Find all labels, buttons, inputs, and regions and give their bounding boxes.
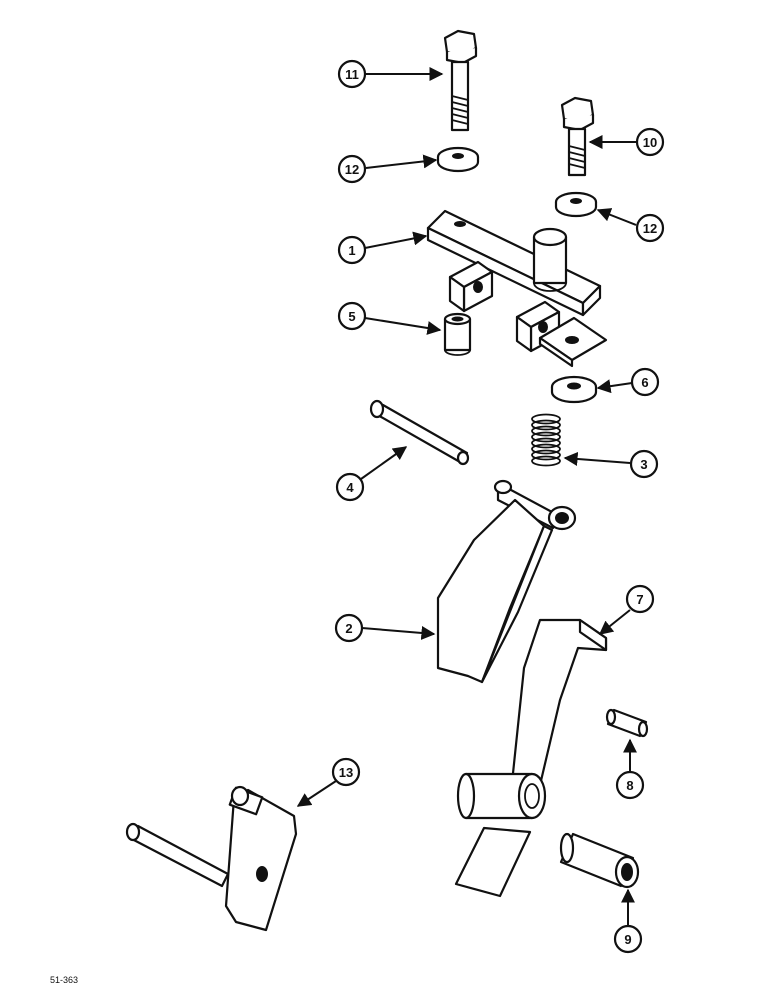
callout-12-right: 12	[596, 208, 665, 243]
callout-1: 1	[337, 231, 428, 265]
svg-text:4: 4	[346, 480, 354, 495]
svg-text:8: 8	[626, 778, 633, 793]
pedal-lever-part-7	[454, 618, 608, 898]
svg-text:12: 12	[643, 221, 657, 236]
sleeve-part-9	[559, 832, 640, 889]
svg-text:7: 7	[636, 592, 643, 607]
figure-code: 51-363	[50, 975, 78, 985]
bolt-short-part-10	[560, 96, 595, 177]
svg-text:6: 6	[641, 375, 648, 390]
callout-11: 11	[337, 59, 444, 89]
spring-part-3	[531, 413, 561, 467]
roll-pin-part-8	[605, 708, 649, 738]
svg-text:13: 13	[339, 765, 353, 780]
washer-part-12-right	[554, 191, 598, 218]
callout-12-left: 12	[337, 154, 438, 184]
svg-text:3: 3	[640, 457, 647, 472]
callout-10: 10	[588, 127, 665, 157]
callout-5: 5	[337, 301, 442, 335]
callout-2: 2	[334, 613, 436, 643]
arm-part-2	[436, 479, 577, 684]
bolt-long-part-11	[443, 29, 478, 132]
svg-text:11: 11	[345, 67, 359, 82]
bushing-part-5	[443, 312, 472, 356]
callout-3: 3	[563, 449, 659, 479]
callout-4: 4	[335, 446, 408, 502]
svg-text:2: 2	[345, 621, 352, 636]
svg-text:1: 1	[348, 243, 355, 258]
svg-text:12: 12	[345, 162, 359, 177]
washer-part-12-left	[436, 146, 480, 173]
svg-text:9: 9	[624, 932, 631, 947]
bracket-part-1	[426, 209, 608, 368]
pin-part-4	[369, 399, 470, 466]
callout-7: 7	[598, 584, 655, 635]
callout-9: 9	[613, 888, 643, 954]
callout-13: 13	[296, 757, 361, 807]
svg-text:10: 10	[643, 135, 657, 150]
crank-part-13	[125, 785, 298, 932]
washer-part-6	[550, 375, 598, 404]
svg-text:5: 5	[348, 309, 355, 324]
callout-6: 6	[596, 367, 660, 397]
callout-8: 8	[615, 738, 645, 800]
